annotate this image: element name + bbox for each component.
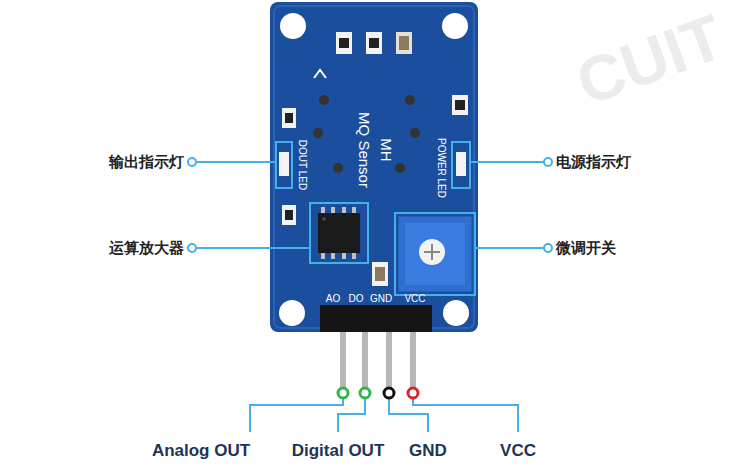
header-pins-part bbox=[410, 330, 416, 392]
leader-dots-part bbox=[544, 244, 552, 252]
leader-lines-part bbox=[197, 247, 310, 249]
smd-resistors-part bbox=[375, 267, 385, 281]
smd-resistors-part bbox=[452, 95, 468, 115]
opamp-chip-part bbox=[321, 207, 325, 213]
signal-name: GND bbox=[409, 442, 447, 461]
pin-header-part bbox=[320, 305, 432, 332]
opamp-chip bbox=[318, 207, 360, 259]
potentiometer bbox=[398, 216, 472, 292]
part-callout: 输出指示灯 bbox=[109, 154, 184, 171]
highlight-boxes-part bbox=[276, 142, 292, 188]
leader-lines-part bbox=[389, 398, 428, 432]
pin-end-markers-part bbox=[408, 388, 418, 398]
leader-lines-part bbox=[338, 398, 365, 432]
sensor-pads-part bbox=[313, 128, 323, 138]
smd-resistors-part bbox=[396, 32, 412, 54]
led-components-part bbox=[456, 152, 466, 176]
leader-lines-part bbox=[475, 247, 544, 249]
pin-header bbox=[320, 305, 432, 332]
part-callout: 电源指示灯 bbox=[556, 154, 631, 171]
sensor-pads-part bbox=[405, 95, 415, 105]
smd-resistors-part bbox=[372, 262, 388, 286]
sensor-pads-part bbox=[314, 70, 326, 78]
signal-name: VCC bbox=[500, 442, 536, 461]
smd-resistors-part bbox=[399, 36, 409, 50]
leader-dots-part bbox=[188, 158, 196, 166]
silkscreen-label: POWER LED bbox=[436, 138, 447, 198]
smd-resistors-part bbox=[366, 32, 382, 54]
opamp-chip-part bbox=[352, 253, 356, 259]
pin-name: DO bbox=[349, 293, 364, 304]
pin-name: VCC bbox=[404, 293, 425, 304]
highlight-boxes-part bbox=[452, 142, 470, 188]
opamp-chip-part bbox=[352, 207, 356, 213]
opamp-chip-part bbox=[322, 217, 326, 221]
signal-name: Analog OUT bbox=[152, 442, 250, 461]
header-pins-part bbox=[362, 330, 368, 392]
smd-resistors-part bbox=[282, 108, 296, 128]
silkscreen-label: DOUT LED bbox=[297, 140, 308, 190]
smd-resistors-part bbox=[336, 32, 352, 54]
opamp-chip-part bbox=[331, 253, 335, 259]
leader-lines-part bbox=[250, 398, 343, 432]
watermark: CUIT bbox=[568, 1, 732, 118]
potentiometer-part bbox=[424, 244, 440, 260]
pin-name: AO bbox=[326, 293, 340, 304]
part-callout: 微调开关 bbox=[556, 240, 616, 257]
pcb-board-part bbox=[274, 6, 474, 328]
leader-lines-part bbox=[470, 161, 544, 163]
pcb-board-part bbox=[442, 13, 468, 39]
smd-resistors-part bbox=[455, 100, 465, 110]
sensor-pads-part bbox=[333, 163, 343, 173]
pin-end-markers-part bbox=[338, 388, 348, 398]
pcb-board bbox=[270, 2, 478, 332]
sensor-pads-part bbox=[319, 95, 329, 105]
pin-end-markers-part bbox=[384, 388, 394, 398]
smd-resistors-part bbox=[339, 38, 349, 48]
header-pins-part bbox=[340, 330, 346, 392]
pcb-board-part bbox=[270, 2, 478, 332]
signal-name: Digital OUT bbox=[292, 442, 385, 461]
leader-dots-part bbox=[544, 158, 552, 166]
smd-resistors-part bbox=[285, 113, 293, 123]
pcb-board-part bbox=[443, 300, 469, 326]
smd-resistors-part bbox=[369, 38, 379, 48]
opamp-chip-part bbox=[342, 207, 346, 213]
smd-resistors-part bbox=[285, 210, 293, 220]
led-components-part bbox=[279, 152, 289, 176]
leader-lines-part bbox=[197, 161, 276, 163]
pin-name: GND bbox=[370, 293, 392, 304]
pcb-board-part bbox=[279, 300, 305, 326]
opamp-chip-part bbox=[331, 207, 335, 213]
opamp-chip-part bbox=[318, 213, 360, 253]
pin-end-markers-part bbox=[360, 388, 370, 398]
leader-dots-part bbox=[188, 244, 196, 252]
pcb-board-part bbox=[280, 13, 306, 39]
board-marking: MQ Sensor bbox=[356, 112, 373, 188]
pin-end-markers bbox=[338, 388, 418, 398]
potentiometer-part bbox=[405, 223, 465, 285]
header-pins-part bbox=[386, 330, 392, 392]
potentiometer-part bbox=[419, 239, 445, 265]
highlight-boxes-part bbox=[395, 213, 475, 295]
potentiometer-part bbox=[398, 216, 472, 292]
board-marking: MH bbox=[378, 138, 395, 161]
leader-lines-part bbox=[413, 398, 518, 432]
sensor-pads-part bbox=[410, 128, 420, 138]
part-callout: 运算放大器 bbox=[109, 240, 184, 257]
header-pins bbox=[340, 330, 416, 392]
opamp-chip-part bbox=[321, 253, 325, 259]
sensor-pads-part bbox=[395, 163, 405, 173]
opamp-chip-part bbox=[342, 253, 346, 259]
leader-lines bbox=[197, 162, 544, 432]
smd-resistors-part bbox=[282, 205, 296, 225]
highlight-boxes-part bbox=[310, 203, 368, 263]
